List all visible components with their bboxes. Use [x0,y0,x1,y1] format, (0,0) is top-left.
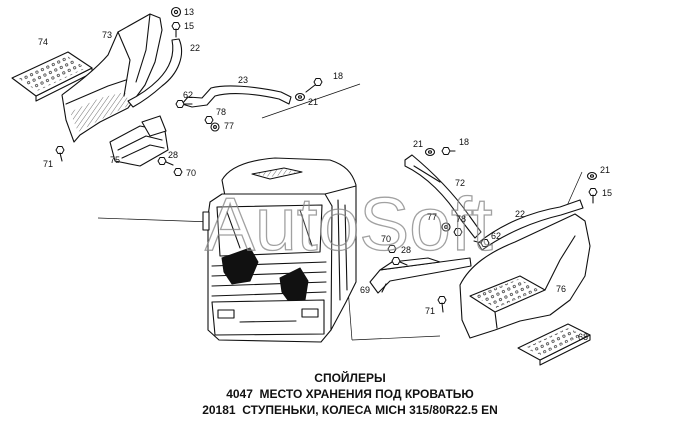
callout-71: 71 [43,159,53,169]
step-plate-left [11,51,93,102]
screw-15-right [588,188,598,204]
exploded-parts-drawing: AutoSoft 74 73 13 15 22 23 18 21 62 78 7… [11,6,612,366]
leader-line-top [261,83,361,119]
callout-13: 13 [184,7,194,17]
callout-labels: 74 73 13 15 22 23 18 21 62 78 77 75 28 7… [38,7,612,342]
callout-78: 78 [216,107,226,117]
callout-28: 28 [168,150,178,160]
bracket-72 [404,154,482,239]
callout-28-right: 28 [401,245,411,255]
washer-13 [170,6,182,18]
nut-78-left [204,116,214,124]
bolt-71-right [437,296,447,313]
spoiler-strip-right [477,199,584,251]
leader-line-bottom [351,335,441,341]
callout-77: 77 [224,121,234,131]
callout-74: 74 [38,37,48,47]
bolt-62-right [473,239,490,247]
callout-70-right: 70 [381,234,391,244]
callout-68: 68 [578,332,588,342]
diagram-caption: СПОЙЛЕРЫ 4047 МЕСТО ХРАНЕНИЯ ПОД КРОВАТЬ… [0,370,700,418]
side-mirror [202,211,210,231]
bolt-62-left [175,100,193,108]
callout-21: 21 [308,97,318,107]
washer-21-left [294,92,306,102]
bolt-18-left [305,78,323,93]
caption-title: СПОЙЛЕРЫ [314,371,386,385]
callout-18: 18 [333,71,343,81]
front-bumper [211,299,325,336]
callout-75: 75 [110,155,120,165]
headlight-right [301,308,319,318]
headlight-left [217,309,235,319]
bolt-18-right [441,147,456,155]
screw-15-left [171,22,181,38]
nut-70-left [173,168,183,176]
callout-76: 76 [556,284,566,294]
callout-18-right: 18 [459,137,469,147]
washer-21-right-top [424,147,436,157]
windshield [216,204,323,257]
callout-73: 73 [102,30,112,40]
bracket-23 [181,85,292,108]
callout-21-right-top: 21 [413,139,423,149]
callout-21-right: 21 [600,165,610,175]
callout-62: 62 [183,90,193,100]
callout-71-right: 71 [425,306,435,316]
leader-line-left [97,217,213,223]
washer-21-right [586,171,598,181]
truck-cab [202,157,357,343]
callout-70: 70 [186,168,196,178]
callout-15-right: 15 [602,188,612,198]
callout-69: 69 [360,285,370,295]
step-plate-right [517,323,591,366]
callout-62-right: 62 [491,231,501,241]
bolt-28-left [157,157,174,166]
leader-line-right-fender [565,171,583,209]
bolt-71-left [55,146,65,162]
spoiler-strip-left [127,38,183,108]
callout-78-right: 78 [456,214,466,224]
callout-77-right: 77 [427,212,437,222]
callout-22-right: 22 [515,209,525,219]
dark-spoiler-left [221,247,259,285]
caption-line-2: 20181 СТУПЕНЬКИ, КОЛЕСА MICH 315/80R22.5… [202,403,498,417]
bracket-75 [109,115,169,167]
callout-22: 22 [190,43,200,53]
callout-15: 15 [184,21,194,31]
washer-77-left [210,122,220,132]
watermark-text: AutoSoft [205,182,493,266]
callout-23: 23 [238,75,248,85]
spoiler-left [61,13,163,143]
bracket-69 [369,257,472,294]
washer-77-right [441,222,451,232]
bolt-28-right [391,257,408,266]
callout-72: 72 [455,178,465,188]
caption-line-1: 4047 МЕСТО ХРАНЕНИЯ ПОД КРОВАТЬЮ [226,387,474,401]
fender-76 [459,213,591,339]
